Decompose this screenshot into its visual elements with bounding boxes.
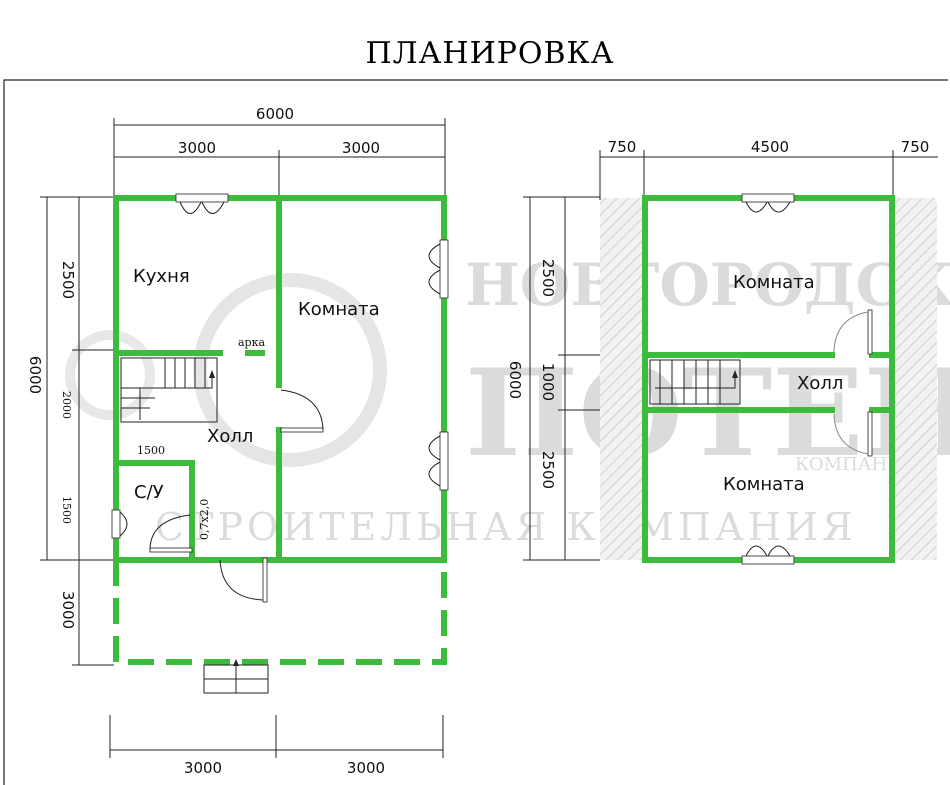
f2-dim-left-total: 6000 (506, 361, 524, 399)
f1-label-room: Комната (298, 299, 380, 320)
f1-terrace-wall (113, 560, 447, 665)
f1-window-room-lower (428, 431, 449, 491)
f2-window-bottom (741, 545, 795, 565)
f2-dim-top-left: 750 (608, 138, 637, 156)
f1-window-bath (111, 509, 128, 539)
f2-hatch-left (600, 198, 644, 560)
page-title: ПЛАНИРОВКА (365, 36, 615, 71)
f2-dim-left-middle: 1000 (539, 363, 557, 401)
f1-door-size: 0,7x2,0 (198, 499, 211, 540)
f1-label-bath: С/У (134, 482, 164, 503)
f2-label-room-bottom: Комната (723, 474, 805, 495)
f2-label-hall: Холл (797, 373, 843, 394)
f1-dim-top-left: 3000 (178, 139, 216, 157)
f2-dim-top-middle: 4500 (751, 138, 789, 156)
f1-dim-bottom-left: 3000 (184, 759, 222, 777)
f1-dim-left-middle: 2000 (60, 391, 73, 419)
watermark-mirrored: КОМПАНИЯ (795, 454, 917, 475)
f1-label-arch: арка (238, 336, 265, 349)
f1-entrance-steps (203, 659, 269, 694)
f1-dim-bottom-right: 3000 (347, 759, 385, 777)
f2-dim-left-lower: 2500 (539, 451, 557, 489)
f1-window-room-upper (428, 239, 449, 299)
f2-dim-top-right: 750 (901, 138, 930, 156)
drawing-frame (3, 79, 948, 785)
watermark: НОВГОРОДСКИЙ ПОТЕНЦИАЛ СТРОИТЕЛЬНАЯ КОМП… (65, 247, 950, 549)
watermark-line3: СТРОИТЕЛЬНАЯ КОМПАНИЯ (155, 505, 857, 549)
f1-dim-terrace: 3000 (59, 591, 77, 629)
watermark-line1: НОВГОРОДСКИЙ (465, 247, 950, 319)
f1-dim-bath-width: 1500 (137, 444, 165, 457)
f1-dim-left-total: 6000 (26, 356, 44, 394)
f2-door-lower (833, 411, 873, 457)
f1-dim-left-lower: 1500 (60, 496, 73, 524)
f1-door-room (280, 389, 324, 433)
f1-window-kitchen (175, 193, 229, 214)
f2-hatch-right (893, 198, 937, 560)
f2-label-room-top: Комната (733, 272, 815, 293)
f1-door-bath (149, 514, 193, 553)
f1-dim-top-right: 3000 (342, 139, 380, 157)
f1-label-hall: Холл (207, 426, 253, 447)
floor2-plan: 750 4500 750 6000 2500 1000 2500 (506, 138, 938, 565)
f1-stairs (120, 357, 218, 423)
f2-stairs (649, 359, 741, 405)
f1-door-entrance (219, 557, 268, 603)
f1-label-kitchen: Кухня (133, 266, 190, 287)
f2-door-upper (833, 309, 873, 355)
f2-dim-left-upper: 2500 (539, 259, 557, 297)
watermark-emblem (193, 273, 387, 467)
watermark-ornament (65, 330, 155, 420)
f2-window-top (741, 193, 795, 213)
floor1-plan: 6000 3000 3000 2500 6000 2000 1500 3000 … (26, 105, 449, 777)
f1-dim-left-upper: 2500 (59, 261, 77, 299)
f1-dim-total-top: 6000 (256, 105, 294, 123)
